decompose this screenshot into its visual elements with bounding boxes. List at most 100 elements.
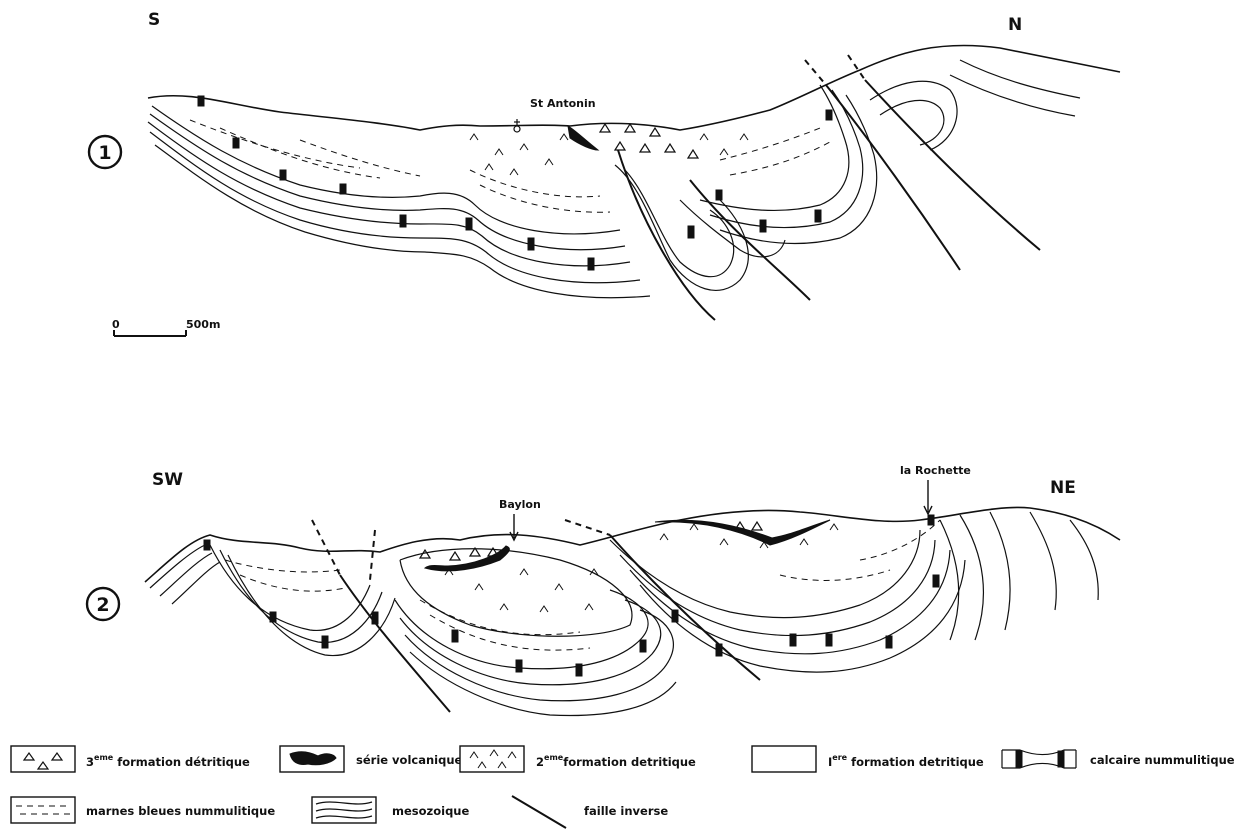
legend-swatch-second-formation — [460, 746, 524, 772]
section-1-limestone-marker — [815, 210, 821, 222]
legend-swatch-first-formation — [752, 746, 816, 772]
section-2-mesozoic — [940, 520, 959, 640]
section-1-layer — [150, 132, 640, 283]
legend-item-mesozoic: mesozoique — [312, 797, 469, 823]
section-1-volcanic-series — [568, 126, 598, 150]
section-1-limestone-marker — [826, 110, 832, 120]
section-1-surface — [148, 45, 1120, 130]
section-2-marl — [225, 560, 340, 572]
section-2-limestone-marker — [270, 612, 276, 622]
legend-label-second-formation: 2emeformation detritique — [536, 753, 696, 769]
legend-item-second-formation: 2emeformation detritique — [460, 746, 696, 772]
legend-swatch-blue-marls — [11, 797, 75, 823]
section-2-limestone-marker — [716, 644, 722, 656]
baylon-pointer-arrow — [510, 514, 518, 540]
section-1-limestone-marker — [340, 184, 346, 194]
section-2-volcanic-series — [655, 520, 830, 545]
section-2-reverse-fault — [340, 575, 450, 712]
legend-label-third-formation: 3eme formation détritique — [86, 753, 250, 769]
section-2-place-label-baylon: Baylon — [499, 498, 541, 511]
legend-item-third-formation: 3eme formation détritique — [11, 746, 250, 772]
section-2-left-direction: SW — [152, 470, 183, 490]
legend-swatch-nummulitic-limestone — [1016, 751, 1022, 767]
section-1-limestone-marker — [233, 138, 239, 148]
section-2-limestone-marker — [372, 612, 378, 624]
legend: 3eme formation détritique série volcaniq… — [11, 746, 1235, 828]
section-1-reverse-fault — [865, 80, 1040, 250]
section-2-limestone-marker — [452, 630, 458, 642]
section-1-left-direction: S — [148, 10, 160, 30]
section-2-marl — [780, 570, 890, 580]
section-1-reverse-fault — [690, 180, 810, 300]
legend-item-blue-marls: marnes bleues nummulitique — [11, 797, 275, 823]
section-2-fault-extension — [565, 520, 610, 535]
section-1-fold — [680, 200, 785, 257]
section-2-mesozoic — [960, 515, 983, 640]
section-2-mesozoic — [1030, 512, 1056, 610]
legend-label-blue-marls: marnes bleues nummulitique — [86, 804, 275, 818]
section-2-layer — [405, 610, 673, 701]
section-1-marl — [730, 142, 830, 175]
section-2-marl — [420, 600, 580, 635]
section-1-number: 1 — [98, 142, 111, 164]
section-1-place-label: St Antonin — [530, 97, 596, 110]
section-2-marl — [240, 575, 345, 591]
section-2-number-badge: 2 — [87, 588, 119, 620]
section-2-fault-extension — [370, 530, 375, 580]
section-2-surface — [145, 507, 1120, 582]
section-1-limestone-marker — [588, 258, 594, 270]
section-2-limestone-marker — [790, 634, 796, 646]
section-1-marl — [470, 170, 600, 197]
section-2-limestone-marker — [933, 575, 939, 587]
section-2-mesozoic — [990, 512, 1010, 630]
section-1-reverse-fault — [618, 150, 715, 320]
section-2-place-label-la-rochette: la Rochette — [900, 464, 971, 477]
legend-swatch-third-formation — [11, 746, 75, 772]
section-1-layer — [148, 122, 630, 266]
section-2-second-formation-outline — [400, 549, 632, 637]
section-1-limestone-marker — [198, 96, 204, 106]
section-1-fault-extension — [848, 55, 865, 80]
scale-zero-label: 0 — [112, 318, 120, 331]
section-2-limestone-marker — [826, 634, 832, 646]
legend-label-volcanic-series: série volcanique — [356, 753, 463, 767]
section-2-limestone-marker — [322, 636, 328, 648]
section-1-mesozoic — [960, 60, 1080, 98]
section-1-fold — [625, 170, 734, 277]
section-2-mesozoic — [172, 562, 220, 604]
section-2-fault-extension — [312, 520, 340, 575]
section-1-marl — [480, 185, 610, 212]
legend-swatch-reverse-fault — [512, 796, 566, 828]
section-1-marl — [720, 128, 820, 160]
section-2-right-direction: NE — [1050, 478, 1076, 498]
legend-label-nummulitic-limestone: calcaire nummulitique — [1090, 753, 1235, 767]
section-2: SW NE 2 — [87, 464, 1120, 716]
section-2-number: 2 — [96, 594, 109, 616]
section-1-limestone-marker — [688, 226, 694, 238]
legend-label-mesozoic: mesozoique — [392, 804, 469, 818]
section-2-layer — [620, 540, 935, 636]
section-1-limestone-marker — [280, 170, 286, 180]
section-1-second-formation-fill — [470, 134, 748, 175]
section-2-limestone-marker — [886, 636, 892, 648]
section-2-layer — [220, 550, 382, 642]
section-2-limestone-marker — [576, 664, 582, 676]
section-2-layer — [410, 652, 676, 716]
legend-item-reverse-fault: faille inverse — [512, 796, 668, 828]
section-2-limestone-marker — [516, 660, 522, 672]
section-1-fault-extension — [805, 60, 826, 85]
section-1-marl — [220, 128, 380, 178]
section-1-number-badge: 1 — [89, 136, 121, 168]
legend-label-reverse-fault: faille inverse — [584, 804, 668, 818]
scale-length-label: 500m — [186, 318, 220, 331]
section-2-limestone-marker — [672, 610, 678, 622]
scale-bar: 0 500m — [112, 318, 220, 336]
section-2-limestone-marker — [640, 640, 646, 652]
section-2-marl — [860, 520, 940, 560]
section-1-layer — [150, 114, 625, 250]
section-1-marl — [300, 140, 420, 176]
section-1-limestone-marker — [466, 218, 472, 230]
section-1-right-direction: N — [1008, 15, 1022, 35]
section-1-limestone-marker — [400, 215, 406, 227]
section-1-marl — [190, 120, 360, 168]
